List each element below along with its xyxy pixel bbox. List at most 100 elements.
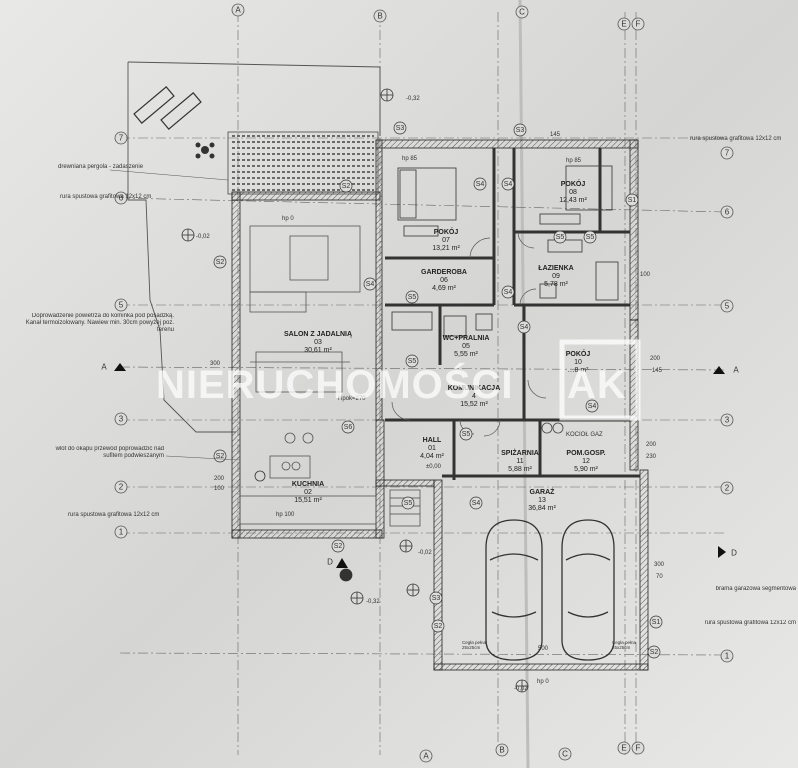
- door-swings: [391, 231, 547, 437]
- grid-label: B: [377, 12, 382, 21]
- svg-text:07: 07: [442, 237, 450, 244]
- room-labels: SALON Z JADALNIĄ 03 30,61 m² KUCHNIA 02 …: [284, 179, 606, 512]
- svg-text:6: 6: [725, 208, 730, 217]
- svg-text:S2: S2: [216, 259, 225, 266]
- svg-text:D: D: [731, 549, 737, 558]
- svg-text:-0,32: -0,32: [406, 96, 420, 102]
- svg-text:3: 3: [119, 415, 124, 424]
- building-walls: [231, 139, 649, 671]
- watermark-text: NIERUCHOMOŚCI: [156, 361, 513, 407]
- annotations-right: rura spustowa grafitowa 12x12 cm brama g…: [462, 136, 796, 650]
- grid-lines-vertical: [237, 12, 637, 755]
- svg-text:SPIŻARNIA: SPIŻARNIA: [501, 449, 539, 457]
- svg-text:2: 2: [725, 484, 730, 493]
- svg-text:13,21 m²: 13,21 m²: [432, 245, 460, 252]
- svg-text:300: 300: [210, 361, 221, 367]
- svg-text:200: 200: [646, 442, 657, 448]
- svg-text:GARDEROBA: GARDEROBA: [421, 269, 467, 276]
- svg-text:hp 0: hp 0: [282, 216, 294, 222]
- grid-label: A: [423, 752, 429, 761]
- svg-text:S4: S4: [504, 181, 513, 188]
- svg-text:S5: S5: [586, 234, 595, 241]
- svg-text:KOCIOŁ GAZ: KOCIOŁ GAZ: [566, 432, 603, 438]
- svg-text:10: 10: [574, 359, 582, 366]
- svg-text:100: 100: [640, 272, 651, 278]
- svg-text:200: 200: [650, 356, 661, 362]
- svg-text:36,84 m²: 36,84 m²: [528, 505, 556, 512]
- svg-text:-0,02: -0,02: [514, 686, 528, 692]
- svg-text:12: 12: [582, 458, 590, 465]
- grid-label: C: [519, 8, 525, 17]
- watermark-ak: AK: [567, 363, 627, 407]
- svg-text:S3: S3: [516, 127, 525, 134]
- svg-text:01: 01: [428, 445, 436, 452]
- svg-text:-0,32: -0,32: [366, 599, 380, 605]
- svg-text:hp 0: hp 0: [537, 679, 549, 685]
- section-marks: S3 S2 S3 S1 S2 S4 S4 S4 S5 S5 S5 S4 S4 S…: [213, 121, 663, 659]
- svg-text:05: 05: [462, 343, 470, 350]
- svg-text:S3: S3: [396, 125, 405, 132]
- svg-text:06: 06: [440, 277, 448, 284]
- brama-note: brama garażowa segmentowa: [715, 586, 796, 592]
- svg-text:11: 11: [516, 458, 523, 465]
- bed-pokoj-07: [397, 167, 457, 237]
- svg-text:230: 230: [646, 454, 657, 460]
- svg-text:S4: S4: [472, 500, 481, 507]
- room-name: SALON Z JADALNIĄ: [284, 331, 352, 338]
- svg-text:S5: S5: [408, 294, 417, 301]
- section-arrows: D D: [327, 546, 737, 568]
- grid-label: F: [636, 744, 641, 753]
- svg-text:ŁAZIENKA: ŁAZIENKA: [538, 265, 573, 272]
- svg-text:POKÓJ: POKÓJ: [434, 227, 459, 236]
- plant-icon: [195, 142, 215, 159]
- bed-pokoj-08: [539, 165, 613, 225]
- room-area: 30,61 m²: [304, 347, 332, 354]
- svg-text:145: 145: [652, 368, 663, 374]
- rura-note: rura spustowa grafitowa 12x12 cm: [704, 620, 796, 626]
- svg-text:S4: S4: [366, 281, 375, 288]
- svg-text:15,52 m²: 15,52 m²: [460, 401, 488, 408]
- svg-text:S5: S5: [556, 234, 565, 241]
- svg-text:A: A: [101, 363, 107, 372]
- compass-icon: [181, 88, 529, 693]
- grid-label: C: [562, 750, 568, 759]
- boiler-icon: [541, 422, 564, 434]
- car-right: [561, 519, 615, 661]
- svg-text:100: 100: [214, 486, 225, 492]
- svg-text:1: 1: [119, 528, 124, 537]
- room-num: 03: [314, 339, 322, 346]
- svg-text:7: 7: [725, 149, 730, 158]
- svg-text:POKÓJ: POKÓJ: [566, 349, 591, 358]
- svg-text:hp 100: hp 100: [276, 512, 295, 518]
- svg-text:±0,00: ±0,00: [426, 464, 442, 470]
- okap-note: wlot do okapu przewód poprowadzić nad su…: [55, 446, 164, 459]
- svg-text:500: 500: [538, 646, 549, 652]
- level-marks: -0,32 hp 0 -0,02 hp 85 hp 85 ±0,00 hp 10…: [196, 96, 582, 692]
- svg-text:08: 08: [569, 189, 577, 196]
- svg-text:4: 4: [472, 393, 476, 400]
- grid-label: B: [499, 746, 504, 755]
- pergola-note: drewniana pergola - zadaszenie: [58, 164, 144, 170]
- svg-text:Hpok=270: Hpok=270: [338, 396, 366, 402]
- kominek-note: Doprowadzenie powietrza do kominka pod p…: [25, 313, 174, 333]
- svg-text:S1: S1: [628, 197, 637, 204]
- svg-text:S2: S2: [650, 649, 659, 656]
- svg-text:2: 2: [119, 483, 124, 492]
- annotations-left: drewniana pergola - zadaszenie rura spus…: [25, 164, 241, 518]
- rura-note: rura spustowa grafitowa 12x12 cm: [68, 512, 159, 518]
- svg-text:KUCHNIA: KUCHNIA: [292, 481, 324, 488]
- svg-text:S2: S2: [342, 183, 351, 190]
- svg-text:70: 70: [656, 574, 663, 580]
- svg-text:5,88 m²: 5,88 m²: [508, 466, 532, 473]
- svg-text:KOMUNIKACJA: KOMUNIKACJA: [448, 385, 501, 392]
- watermark-box: [559, 339, 641, 421]
- salon-furniture: [249, 225, 361, 393]
- grid-bubbles-left: 1 2 3 A 5 6 7: [101, 131, 128, 539]
- cegla-note: Cegła pełna 25x25cm: [462, 640, 487, 650]
- svg-text:145: 145: [550, 132, 561, 138]
- car-left: [485, 519, 543, 661]
- svg-text:WC+PRALNIA: WC+PRALNIA: [443, 335, 490, 342]
- grid-bubbles-right: 7 6 5 A 3 2 1: [713, 146, 739, 663]
- terrace-edge: [127, 62, 236, 433]
